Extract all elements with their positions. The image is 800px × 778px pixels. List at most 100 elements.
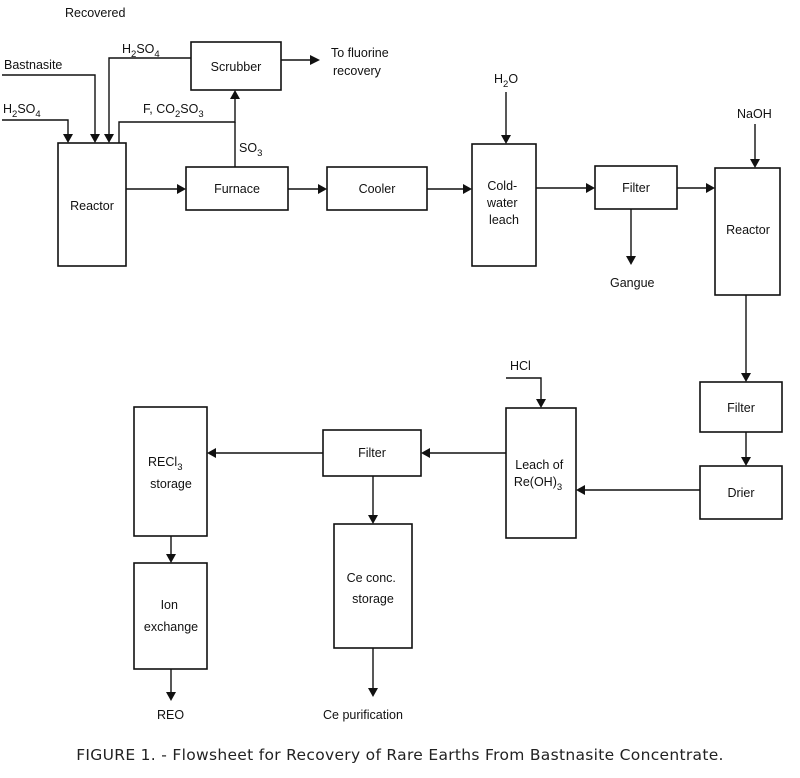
arrowhead bbox=[310, 55, 320, 65]
h2so4-left-label: H2SO4 bbox=[3, 102, 41, 120]
to-fluorine-label: To fluorine recovery bbox=[331, 46, 392, 78]
arrowhead bbox=[741, 373, 751, 382]
reo-label: REO bbox=[157, 708, 184, 722]
ion-exchange-label: Ion exchange bbox=[144, 598, 198, 634]
arrowhead bbox=[318, 184, 327, 194]
arrowhead bbox=[501, 135, 511, 144]
cold-water-leach-label: Cold- water leach bbox=[486, 179, 521, 227]
h2so4-left-h: H bbox=[3, 102, 12, 116]
to-fluorine-line-2: recovery bbox=[333, 64, 382, 78]
arrowhead bbox=[741, 457, 751, 466]
filter-1-label: Filter bbox=[622, 181, 650, 195]
leach-reoh-label: Leach of Re(OH)3 bbox=[514, 458, 567, 493]
filter-3-box bbox=[322, 429, 422, 477]
reactor-1-box bbox=[57, 142, 127, 267]
h2so4-top-label: H2SO4 bbox=[122, 42, 160, 60]
recovered-label: Recovered bbox=[65, 6, 125, 20]
ion-exchange-box bbox=[133, 562, 208, 670]
h2o-label: H2O bbox=[494, 72, 518, 90]
ion-exchange-line-2: exchange bbox=[144, 620, 198, 634]
h2so4-left-sub2: 2 bbox=[12, 109, 17, 120]
arrowhead bbox=[368, 515, 378, 524]
arrowhead bbox=[463, 184, 472, 194]
gangue-label: Gangue bbox=[610, 276, 655, 290]
cold-water-leach-box bbox=[471, 143, 537, 267]
arrowhead bbox=[626, 256, 636, 265]
recl3-line-2: storage bbox=[150, 477, 192, 491]
leach-reoh-box bbox=[505, 407, 577, 539]
reactor-2-box bbox=[714, 167, 781, 296]
so3-sub3: 3 bbox=[257, 148, 262, 159]
h2so4-left-feed-line bbox=[2, 119, 69, 136]
bastnasite-label: Bastnasite bbox=[4, 58, 62, 72]
hcl-label: HCl bbox=[510, 359, 531, 373]
cooler-label: Cooler bbox=[359, 182, 396, 196]
reactor-2-label: Reactor bbox=[726, 223, 770, 237]
naoh-label: NaOH bbox=[737, 107, 772, 121]
leach-reoh-subscript: 3 bbox=[557, 482, 562, 493]
furnace-label: Furnace bbox=[214, 182, 260, 196]
h2so4-top-feed-line bbox=[108, 57, 191, 136]
f-co2so3-sub2: 2 bbox=[175, 109, 180, 120]
drier-label: Drier bbox=[727, 486, 754, 500]
recl3-storage-label: RECl3 storage bbox=[148, 455, 192, 491]
h2so4-top-sub4: 4 bbox=[154, 49, 159, 60]
hcl-feed-line bbox=[506, 377, 542, 400]
arrowhead bbox=[576, 485, 585, 495]
h2so4-top-h: H bbox=[122, 42, 131, 56]
bastnasite-feed-line bbox=[2, 74, 96, 136]
scrubber-box bbox=[190, 41, 282, 91]
so3-label: SO3 bbox=[239, 141, 262, 159]
recl3-storage-box bbox=[133, 406, 208, 537]
so3-so: SO bbox=[239, 141, 257, 155]
to-fluorine-line-1: To fluorine bbox=[331, 46, 389, 60]
cold-water-leach-line-1: Cold- bbox=[487, 179, 517, 193]
ce-storage-line-1: Ce conc. bbox=[347, 571, 396, 585]
arrowhead bbox=[207, 448, 216, 458]
ce-storage-line-2: storage bbox=[352, 592, 394, 606]
arrowhead bbox=[421, 448, 430, 458]
drier-box bbox=[699, 465, 783, 520]
f-co2so3-so: SO bbox=[180, 102, 198, 116]
h2o-h: H bbox=[494, 72, 503, 86]
gas-to-scrubber-line bbox=[118, 97, 236, 143]
h2o-sub2: 2 bbox=[503, 79, 508, 90]
filter-2-label: Filter bbox=[727, 401, 755, 415]
figure-caption: FIGURE 1. - Flowsheet for Recovery of Ra… bbox=[76, 746, 724, 764]
filter-1-box bbox=[594, 165, 678, 210]
cold-water-leach-line-2: water bbox=[486, 196, 518, 210]
f-co2so3-part1: F, CO bbox=[143, 102, 175, 116]
arrowhead bbox=[586, 183, 595, 193]
h2so4-left-so: SO bbox=[17, 102, 35, 116]
reactor-1-label: Reactor bbox=[70, 199, 114, 213]
filter-3-label: Filter bbox=[358, 446, 386, 460]
ion-exchange-line-1: Ion bbox=[161, 598, 178, 612]
arrowhead bbox=[166, 692, 176, 701]
arrowhead bbox=[230, 90, 240, 99]
arrowhead bbox=[63, 134, 73, 143]
h2so4-top-so: SO bbox=[136, 42, 154, 56]
f-co2so3-label: F, CO2SO3 bbox=[143, 102, 204, 120]
h2so4-left-sub4: 4 bbox=[35, 109, 40, 120]
arrowhead bbox=[368, 688, 378, 697]
h2so4-top-sub2: 2 bbox=[131, 49, 136, 60]
cold-water-leach-line-3: leach bbox=[489, 213, 519, 227]
filter-2-box bbox=[699, 381, 783, 433]
scrubber-label: Scrubber bbox=[211, 60, 262, 74]
ce-storage-box bbox=[333, 523, 413, 649]
arrowhead bbox=[90, 134, 100, 143]
f-co2so3-sub3: 3 bbox=[198, 109, 203, 120]
leach-reoh-line-2: Re(OH) bbox=[514, 475, 557, 489]
arrowhead bbox=[166, 554, 176, 563]
ce-purification-label: Ce purification bbox=[323, 708, 403, 722]
ce-storage-label: Ce conc. storage bbox=[347, 571, 400, 606]
recl3-subscript: 3 bbox=[177, 462, 182, 473]
arrowhead bbox=[750, 159, 760, 168]
arrowhead bbox=[104, 134, 114, 143]
arrowhead bbox=[706, 183, 715, 193]
leach-reoh-line-1: Leach of bbox=[515, 458, 563, 472]
recl3-line-1: RECl bbox=[148, 455, 177, 469]
arrowhead bbox=[177, 184, 186, 194]
furnace-box bbox=[185, 166, 289, 211]
